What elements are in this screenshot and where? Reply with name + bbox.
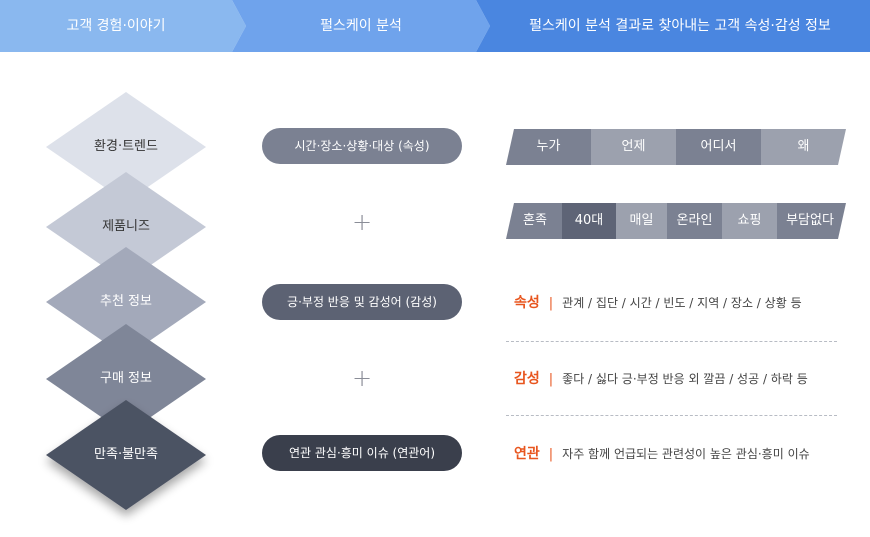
example-cell-3-shape [616,203,667,239]
example-cell-5-shape [722,203,777,239]
diamond-layers [46,92,206,510]
emotion-description: 좋다 / 싫다 긍·부정 반응 외 깔끔 / 성공 / 하락 등 [562,372,808,386]
banner-step-3-label: 펄스케이 분석 결과로 찾아내는 고객 속성·감성 정보 [529,18,831,34]
layer-recommendation-label: 추천 정보 [100,294,152,309]
banner-background [0,0,870,52]
banner-step-1-shape [0,0,246,52]
process-banner: 고객 경험·이야기 펄스케이 분석 펄스케이 분석 결과로 찾아내는 고객 속성… [0,0,870,52]
separator: | [548,296,554,311]
question-bar-background [506,129,846,165]
plus-icon: + [352,208,373,236]
attribute-key: 속성 [514,295,540,311]
layer-satisfaction [46,400,206,510]
emotion-key: 감성 [514,371,540,387]
related-info-row: 연관 | 자주 함께 언급되는 관련성이 높은 관심·흥미 이슈 [514,443,810,463]
layer-environment-trend [46,92,206,202]
question-bar: 누가 언제 어디서 왜 [506,129,846,165]
emotion-pill: 긍·부정 반응 및 감성어 (감성) [262,284,462,320]
example-cell-2-shape [562,203,616,239]
banner-step-2-shape [232,0,490,52]
question-cell-when-shape [591,129,676,165]
customer-experience-stack: 환경·트렌드 제품니즈 추천 정보 구매 정보 만족·불만족 [0,0,260,537]
dashed-divider [506,415,837,416]
example-cell-1-shape [506,203,562,239]
example-bar-background [506,203,846,239]
banner-step-3-shape [476,0,870,52]
attribute-pill: 시간·장소·상황·대상 (속성) [262,128,462,164]
layer-recommendation [46,247,206,357]
layer-product-needs-label: 제품니즈 [102,219,150,234]
example-no-burden: 부담없다 [786,213,834,228]
question-who: 누가 [536,139,561,154]
example-shopping: 쇼핑 [737,213,762,228]
layer-satisfaction-label: 만족·불만족 [94,447,158,462]
question-cell-why-shape [761,129,846,165]
plus-icon: + [352,364,373,392]
related-description: 자주 함께 언급되는 관련성이 높은 관심·흥미 이슈 [562,447,810,461]
attribute-description: 관계 / 집단 / 시간 / 빈도 / 지역 / 장소 / 상황 등 [562,296,802,310]
separator: | [548,372,554,387]
related-pill: 연관 관심·흥미 이슈 (연관어) [262,435,462,471]
question-where: 어디서 [700,139,737,154]
emotion-info-row: 감성 | 좋다 / 싫다 긍·부정 반응 외 깔끔 / 성공 / 하락 등 [514,368,808,388]
separator: | [548,447,554,462]
question-when: 언제 [621,139,646,154]
attribute-info-row: 속성 | 관계 / 집단 / 시간 / 빈도 / 지역 / 장소 / 상황 등 [514,292,802,312]
question-cell-who-shape [506,129,591,165]
example-frequency: 매일 [629,213,654,228]
example-bar: 혼족 40대 매일 온라인 쇼핑 부담없다 [506,203,846,239]
layer-purchase [46,324,206,434]
layer-environment-trend-label: 환경·트렌드 [94,139,158,154]
question-cell-where-shape [676,129,761,165]
layer-purchase-label: 구매 정보 [100,371,152,386]
example-age: 40대 [574,213,604,228]
related-key: 연관 [514,446,540,462]
layer-product-needs [46,172,206,282]
banner-step-2-label: 펄스케이 분석 [320,18,402,34]
question-why: 왜 [797,139,810,154]
banner-step-1-label: 고객 경험·이야기 [66,18,166,34]
example-single-household: 혼족 [523,213,547,228]
example-cell-6-shape [777,203,846,239]
dashed-divider [506,341,837,342]
example-cell-4-shape [667,203,722,239]
example-online: 온라인 [676,213,713,228]
